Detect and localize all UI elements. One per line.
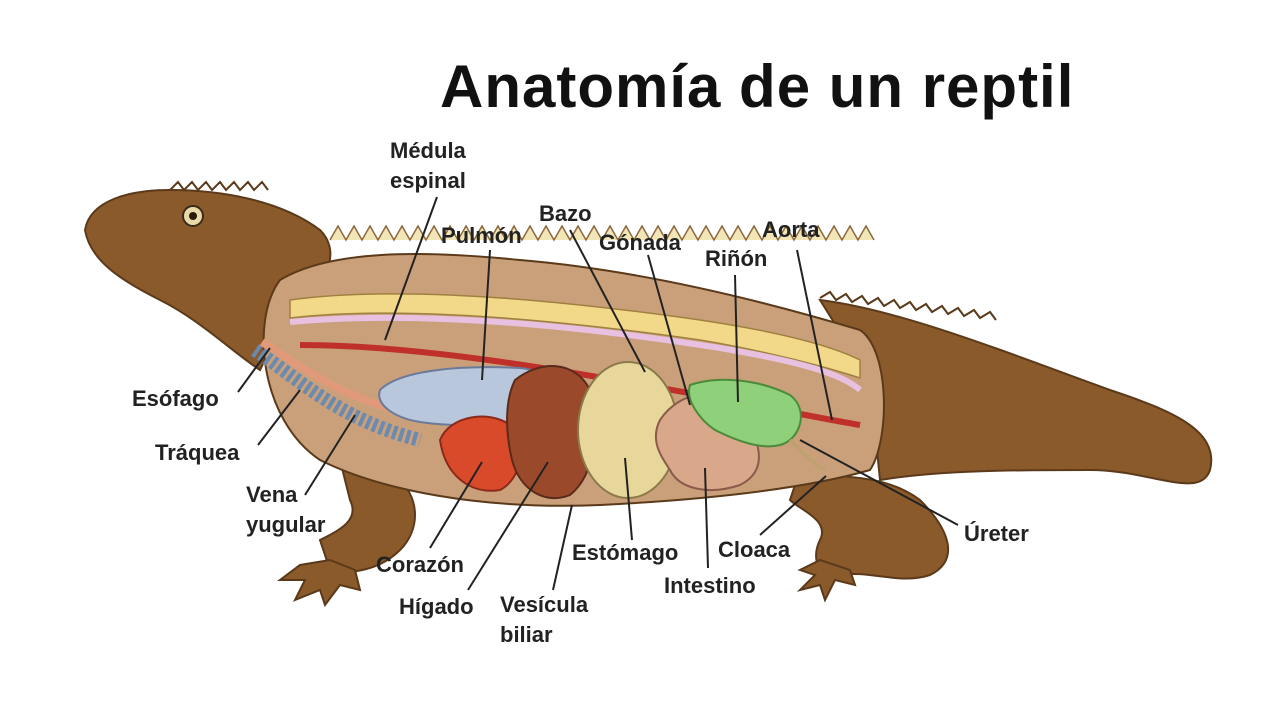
page-title: Anatomía de un reptil: [440, 53, 1075, 120]
label-traquea: Tráquea: [155, 440, 240, 465]
leader-higado: [467, 461, 549, 591]
head-crest: [169, 180, 269, 192]
label-pulmon: Pulmón: [441, 223, 522, 248]
leader-pulmon: [481, 249, 491, 381]
label-bazo: Bazo: [539, 201, 592, 226]
label-vena-yugular: Vena yugular: [246, 482, 326, 537]
kidney: [688, 378, 802, 448]
leader-esofago: [237, 347, 271, 393]
label-intestino: Intestino: [664, 573, 756, 598]
ureter: [788, 438, 826, 472]
leader-medula: [384, 196, 438, 341]
front-foot: [277, 558, 362, 608]
label-gonada: Gónada: [599, 230, 681, 255]
leader-vesicula: [552, 504, 573, 591]
back-spikes: [329, 224, 875, 242]
hind-foot: [796, 558, 857, 603]
leader-corazon: [429, 461, 483, 549]
leader-estomago: [624, 457, 633, 541]
tail-spikes: [819, 290, 997, 321]
leader-aorta: [796, 249, 833, 421]
label-higado: Hígado: [399, 594, 474, 619]
leader-bazo: [569, 229, 646, 373]
leader-intestino: [704, 467, 709, 569]
tail: [818, 298, 1213, 485]
label-vesicula-biliar: Vesícula biliar: [500, 592, 589, 647]
liver: [506, 365, 596, 500]
leader-lines: [237, 196, 959, 591]
label-medula-espinal: Médula espinal: [390, 138, 466, 193]
label-estomago: Estómago: [572, 540, 679, 565]
label-ureter: Úreter: [964, 521, 1029, 546]
spine-band: [289, 293, 861, 380]
label-cloaca: Cloaca: [718, 537, 791, 562]
trachea: [251, 344, 422, 447]
label-rinon: Riñón: [705, 246, 768, 271]
leader-ureter: [799, 439, 959, 526]
label-aorta: Aorta: [762, 217, 820, 242]
leader-gonada: [647, 254, 691, 406]
pupil: [189, 212, 197, 220]
label-esofago: Esófago: [132, 386, 219, 411]
leader-cloaca: [759, 475, 827, 536]
label-corazon: Corazón: [376, 552, 464, 577]
leader-rinon: [734, 274, 739, 403]
leader-traquea: [257, 389, 301, 446]
hind-leg: [788, 468, 949, 580]
leader-vena: [304, 414, 356, 496]
